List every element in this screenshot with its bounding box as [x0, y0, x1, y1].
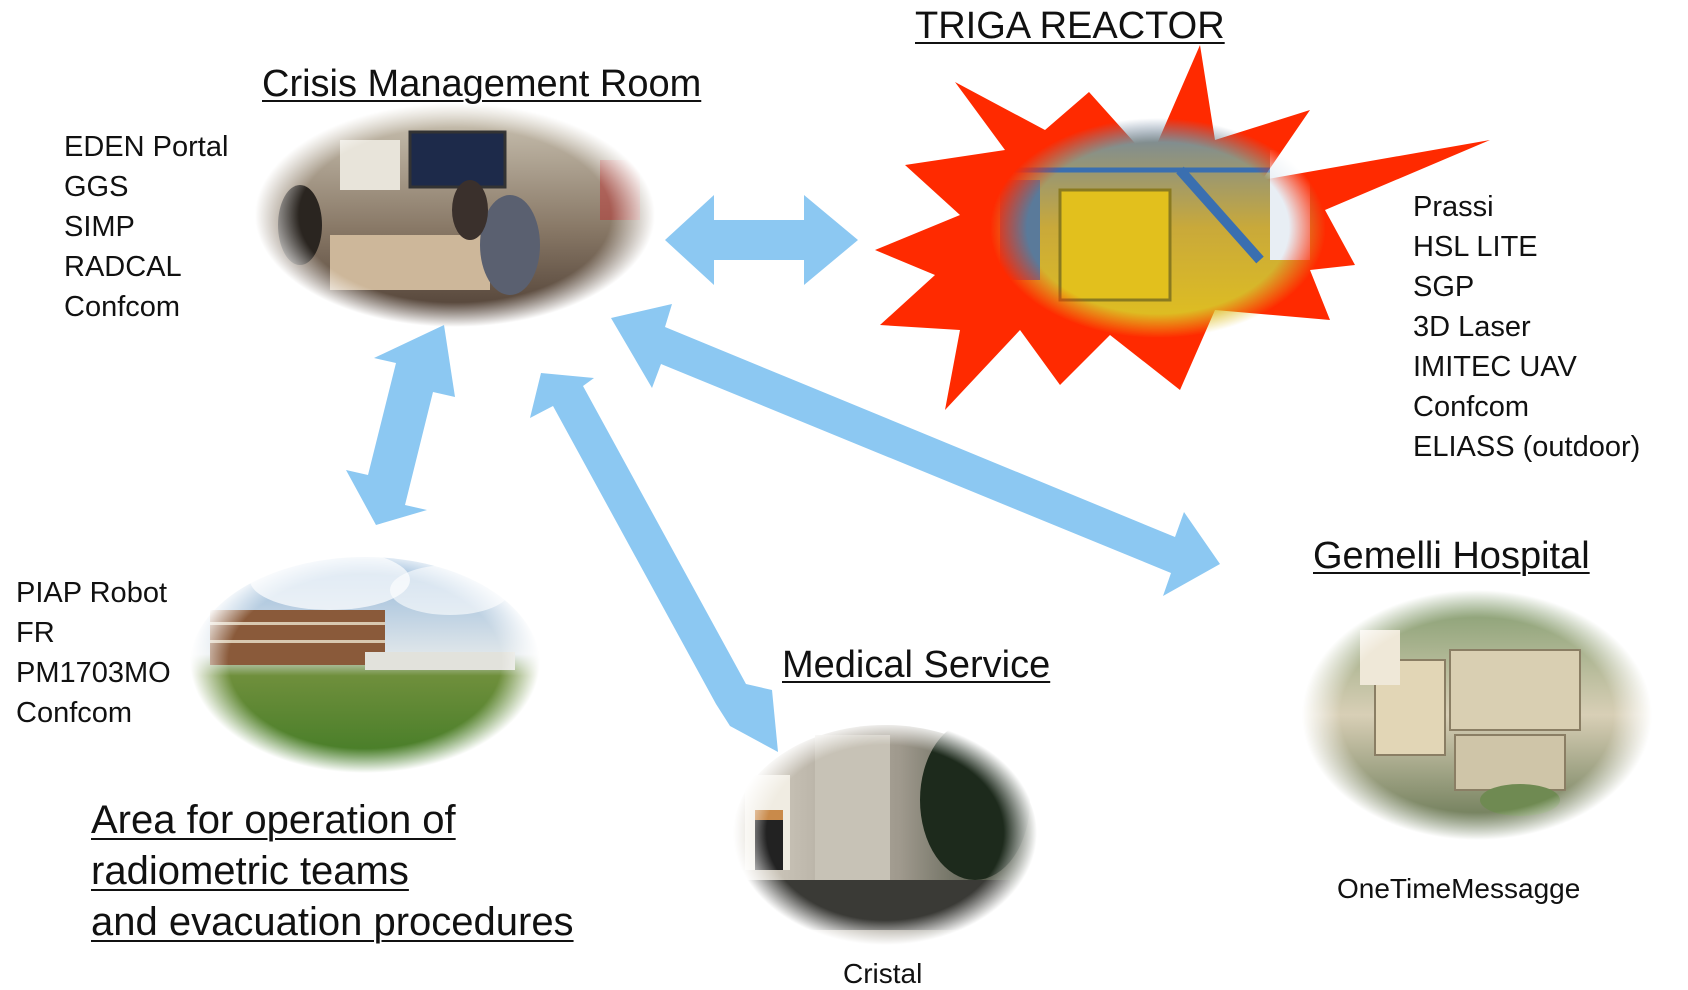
- triga-reactor-photo: [990, 118, 1326, 338]
- crisis-room-title: Crisis Management Room: [262, 63, 702, 105]
- medical-caption: Cristal: [843, 958, 923, 989]
- tool-item: SGP: [1413, 271, 1475, 303]
- area-field-photo: [190, 550, 540, 773]
- crisis-room-photo: [255, 103, 655, 327]
- gemelli-hospital-title: Gemelli Hospital: [1313, 535, 1590, 577]
- tool-item: RADCAL: [64, 251, 182, 283]
- medical-service-title: Medical Service: [782, 644, 1051, 686]
- tool-item: HSL LITE: [1413, 231, 1538, 263]
- area-title-line: and evacuation procedures: [91, 900, 574, 944]
- crisis-room-tools: EDEN Portal GGS SIMP RADCAL Confcom: [64, 127, 228, 327]
- tool-item: FR: [16, 617, 55, 649]
- triga-reactor-title: TRIGA REACTOR: [915, 5, 1225, 47]
- hospital-aerial-photo: [1302, 590, 1652, 840]
- arrow-cmr-medical: [530, 373, 778, 752]
- tool-item: IMITEC UAV: [1413, 351, 1577, 383]
- connection-arrows: [346, 195, 1220, 752]
- area-tools: PIAP Robot FR PM1703MO Confcom: [16, 573, 171, 733]
- medical-building-photo: [733, 720, 1037, 945]
- tool-item: ELIASS (outdoor): [1413, 431, 1641, 463]
- tool-item: Confcom: [16, 697, 133, 729]
- tool-item: Confcom: [1413, 391, 1530, 423]
- tool-item: Confcom: [64, 291, 181, 323]
- arrow-cmr-gemelli: [611, 304, 1220, 596]
- tool-item: PIAP Robot: [16, 577, 168, 609]
- tool-item: Prassi: [1413, 191, 1494, 223]
- area-title-line: Area for operation of: [91, 798, 456, 842]
- triga-tools: Prassi HSL LITE SGP 3D Laser IMITEC UAV …: [1413, 187, 1640, 467]
- area-title: Area for operation of radiometric teams …: [91, 795, 574, 948]
- gemelli-caption: OneTimeMessagge: [1337, 873, 1581, 904]
- tool-item: PM1703MO: [16, 657, 171, 689]
- tool-item: GGS: [64, 171, 129, 203]
- area-title-line: radiometric teams: [91, 849, 409, 893]
- tool-item: 3D Laser: [1413, 311, 1531, 343]
- arrow-cmr-triga: [665, 195, 858, 285]
- tool-item: SIMP: [64, 211, 135, 243]
- arrow-cmr-area: [346, 325, 455, 525]
- tool-item: EDEN Portal: [64, 131, 229, 163]
